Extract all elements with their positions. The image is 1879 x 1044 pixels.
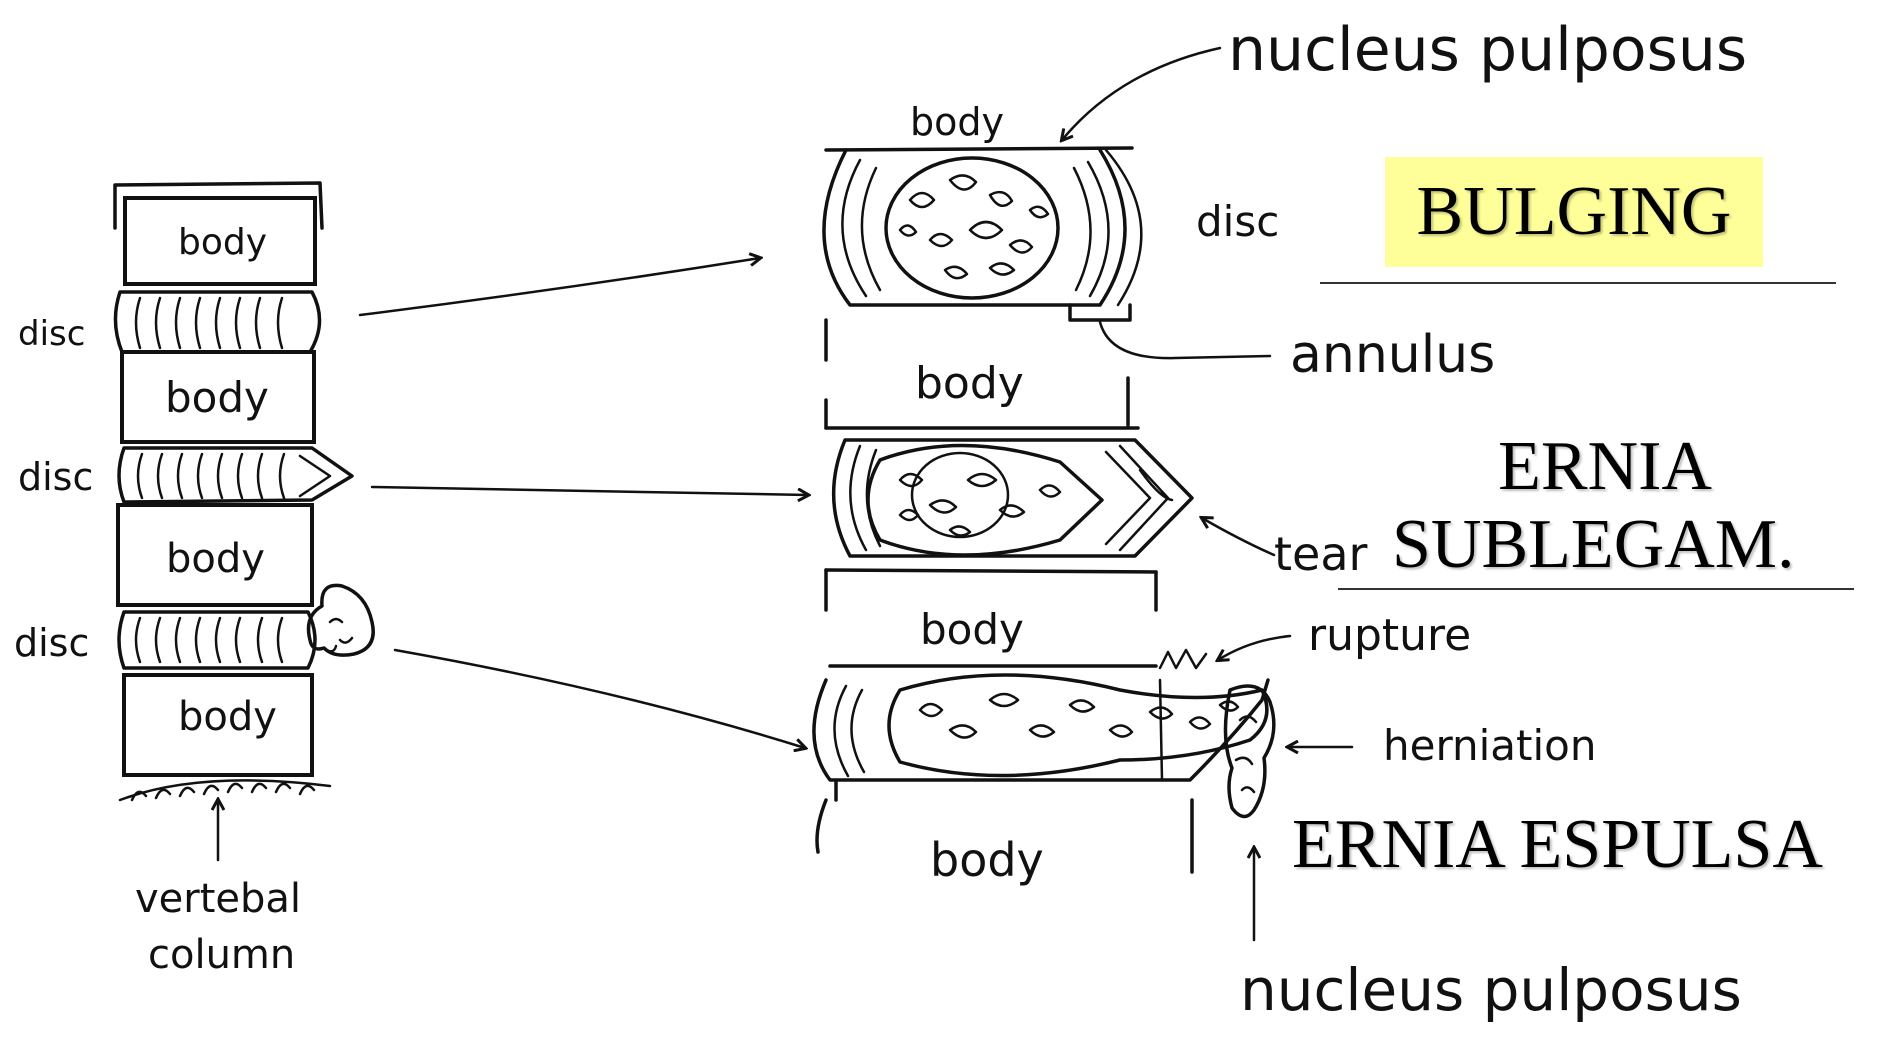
label-rupture: rupture [1308,610,1471,661]
label-nucleus-bottom: nucleus pulposus [1240,956,1742,1024]
label-disc-1: disc [18,314,85,354]
label-lower-body: body [920,605,1024,654]
label-tear: tear [1274,527,1368,581]
ernia-label-line1: ERNIA [1405,432,1805,502]
label-herniation: herniation [1383,721,1596,770]
disc-2 [119,448,352,502]
tear-disc [834,440,1192,556]
disc-detail [814,148,1274,872]
label-body-1: body [178,222,267,263]
label-top-body: body [910,100,1004,144]
arrow-to-bulging [360,258,760,315]
bulging-disc [824,148,1270,358]
label-disc-3: disc [14,621,89,665]
caption-column: column [148,932,295,978]
disc-1 [115,292,319,352]
pointer-rupture [1218,636,1290,660]
label-nucleus-top: nucleus pulposus [1228,15,1747,85]
divider-1 [1320,282,1836,284]
label-disc-right: disc [1196,197,1279,246]
bulging-label-text: BULGING [1417,177,1732,247]
label-disc-2: disc [18,455,93,499]
pointer-nucleus-top [1062,48,1220,140]
divider-2 [1338,588,1854,590]
vertebral-column [115,183,373,860]
label-annulus: annulus [1290,325,1495,385]
arrow-to-rupture [395,650,805,748]
arrow-to-tear [372,487,808,495]
label-bottom-body: body [930,833,1044,887]
label-body-3: body [166,536,265,582]
bulging-label: BULGING [1385,157,1763,267]
ernia-espulsa-label: ERNIA ESPULSA [1292,810,1823,880]
label-middle-body: body [915,358,1024,409]
label-body-2: body [165,373,269,422]
ernia-label-line2: SUBLEGAM. [1392,510,1795,580]
caption-vertebal: vertebal [135,876,301,922]
label-body-4: body [178,694,277,740]
ruptured-disc [814,650,1274,817]
pointer-tear [1202,518,1274,555]
